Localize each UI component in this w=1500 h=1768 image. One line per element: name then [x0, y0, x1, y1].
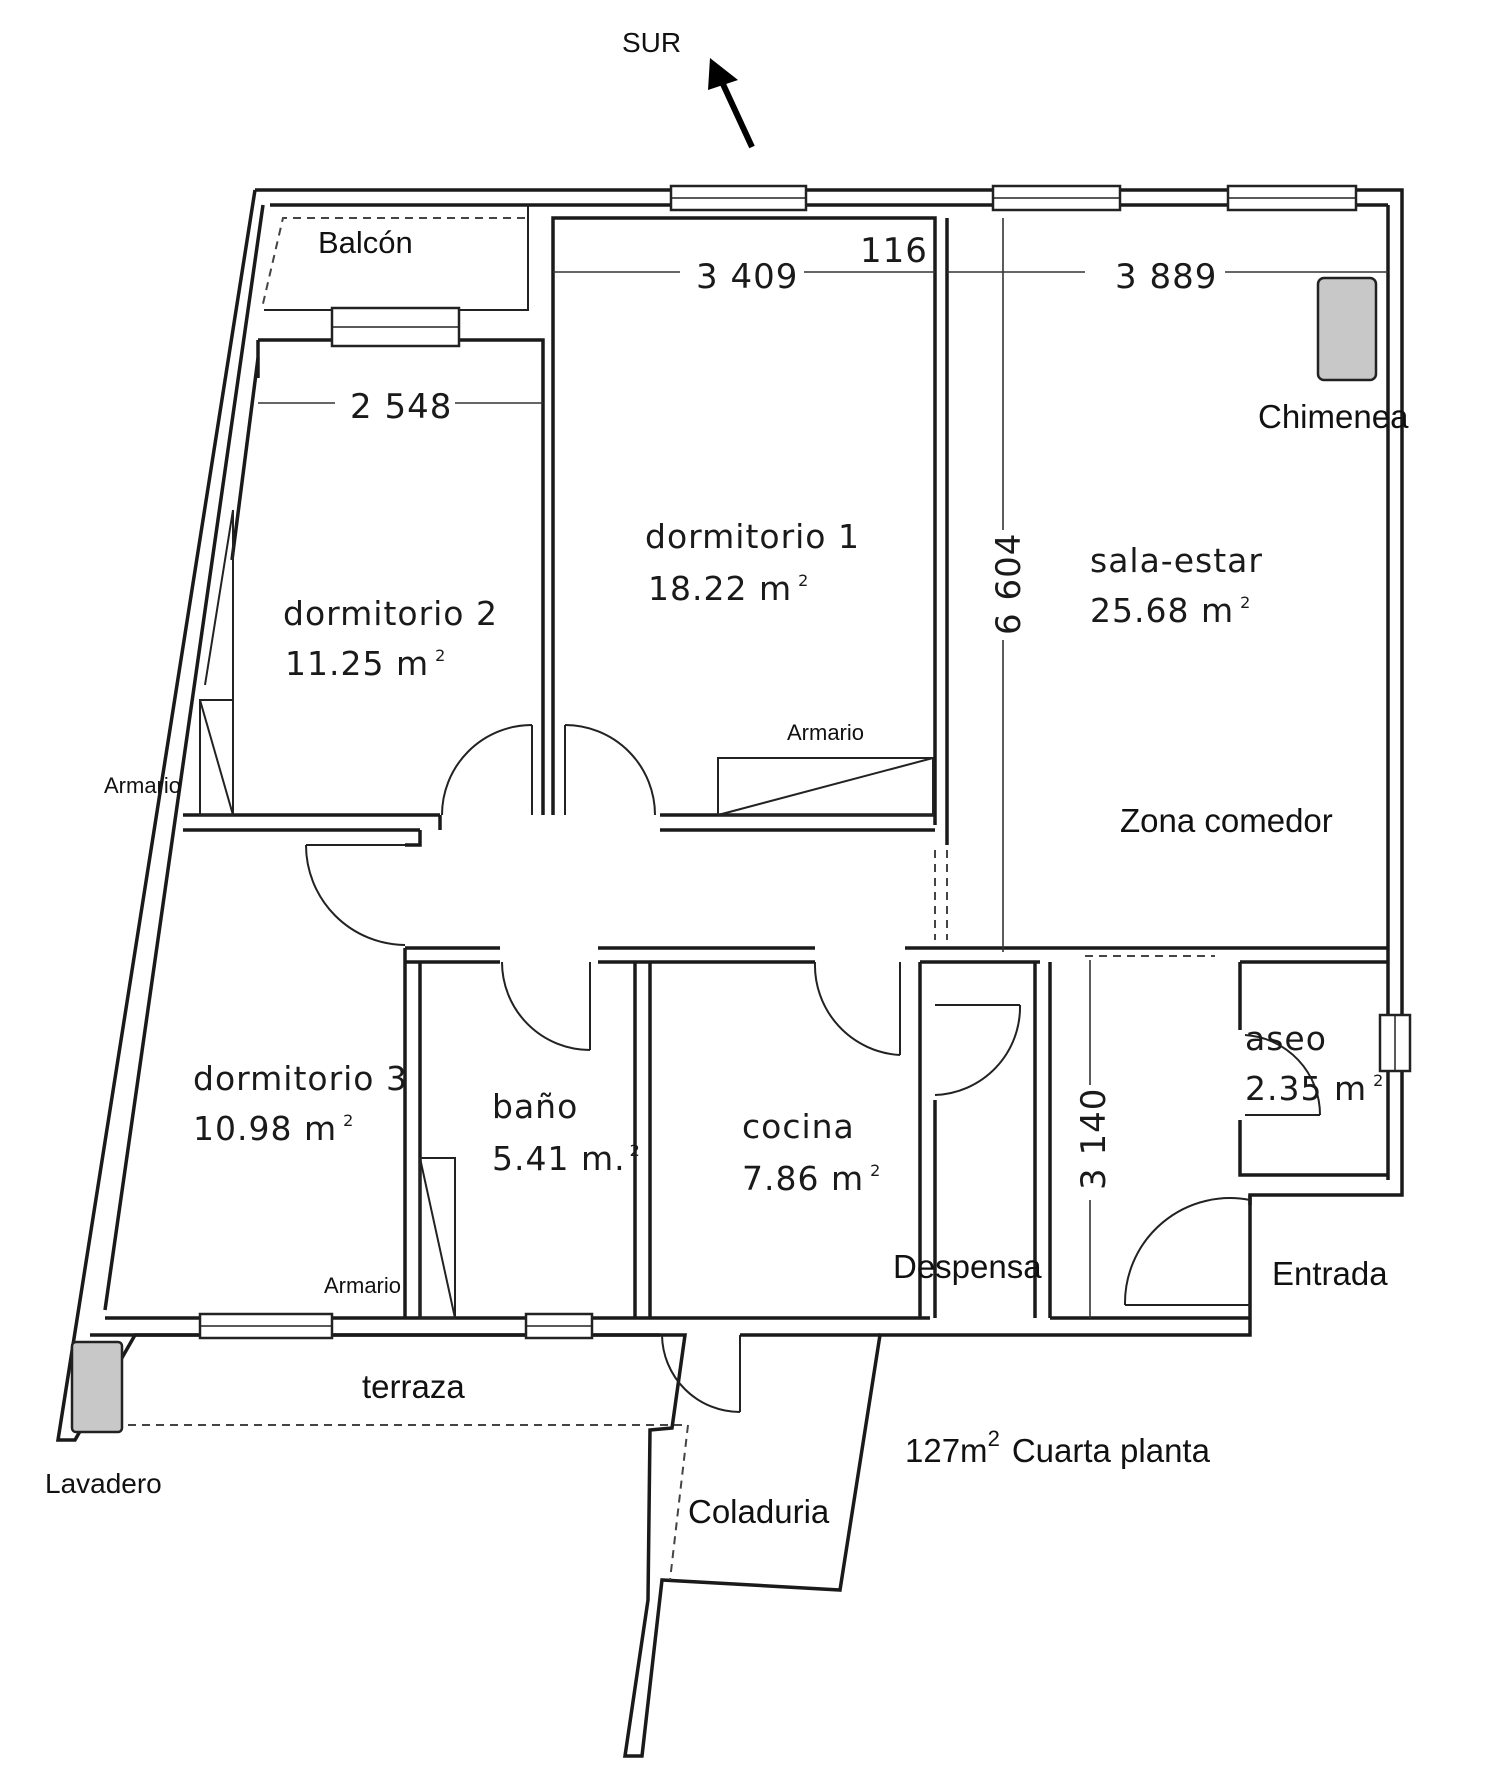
terrace: terraza Coladuria — [128, 1368, 830, 1581]
door-bedroom2 — [441, 724, 533, 816]
toilet-label: aseo — [1245, 1019, 1327, 1058]
north-arrow-icon — [719, 80, 755, 149]
bedroom2-label: dormitorio 2 — [283, 594, 498, 633]
bedroom1-label: dormitorio 1 — [645, 517, 860, 556]
door-pantry — [934, 1004, 1022, 1096]
dimension-labels: 3 409 116 3 889 2 548 6 604 3 140 — [350, 231, 1217, 1190]
dim-wall: 116 — [860, 231, 928, 271]
dim-bedroom2-width: 2 548 — [350, 387, 452, 427]
dim-living-width: 3 889 — [1115, 257, 1217, 297]
wardrobe-bedroom2 — [199, 509, 234, 816]
door-toilet — [1244, 1034, 1322, 1116]
fireplace-label: Chimenea — [1258, 398, 1409, 435]
wardrobe-bedroom1-label: Armario — [787, 720, 864, 745]
wardrobe-bedroom3 — [419, 1157, 456, 1319]
laundry-area-label: Coladuria — [688, 1493, 830, 1530]
window-bedroom3 — [198, 1312, 334, 1340]
window-bedroom2 — [330, 306, 461, 348]
windows — [198, 184, 1412, 1340]
wardrobes — [199, 509, 934, 1319]
dim-living-depth: 6 604 — [989, 533, 1029, 635]
window-toilet — [1378, 1013, 1412, 1073]
bedroom3-label: dormitorio 3 — [193, 1059, 408, 1098]
entrance-label: Entrada — [1272, 1255, 1388, 1292]
door-terrace — [661, 1334, 741, 1413]
compass-label: SUR — [622, 27, 681, 58]
living-label: sala-estar — [1090, 541, 1263, 580]
door-bedroom3 — [305, 844, 406, 946]
dim-bedroom1-width: 3 409 — [696, 257, 798, 297]
fireplace-icon — [1316, 276, 1378, 382]
compass: SUR — [622, 27, 755, 149]
door-bath — [501, 961, 591, 1051]
dim-entrance-depth: 3 140 — [1074, 1088, 1114, 1190]
door-bedroom1 — [564, 724, 656, 816]
wardrobe-bedroom2-label: Armario — [104, 773, 181, 798]
kitchen-label: cocina — [742, 1107, 855, 1146]
wardrobe-bedroom1 — [717, 757, 934, 816]
door-kitchen — [813, 961, 901, 1056]
interior-walls — [90, 216, 1388, 1337]
laundry-label: Lavadero — [45, 1468, 162, 1499]
window-bedroom1 — [669, 184, 808, 212]
bath-area: 5.41 m.2 — [492, 1139, 641, 1178]
bath-label: baño — [492, 1087, 578, 1126]
window-bath — [524, 1312, 594, 1340]
laundry-sink-icon — [70, 1340, 124, 1434]
pantry-label: Despensa — [893, 1248, 1042, 1285]
balcony-label: Balcón — [318, 225, 413, 260]
wardrobe-bedroom3-label: Armario — [324, 1273, 401, 1298]
doors — [305, 724, 1322, 1413]
door-entrance — [1123, 1197, 1251, 1306]
arrow-head-icon — [708, 58, 738, 90]
balcony: Balcón — [261, 205, 529, 311]
dimension-lines — [258, 218, 1388, 1318]
window-living-1 — [991, 184, 1122, 212]
terrace-label: terraza — [362, 1368, 465, 1405]
dining-label: Zona comedor — [1120, 802, 1333, 839]
window-living-2 — [1226, 184, 1358, 212]
